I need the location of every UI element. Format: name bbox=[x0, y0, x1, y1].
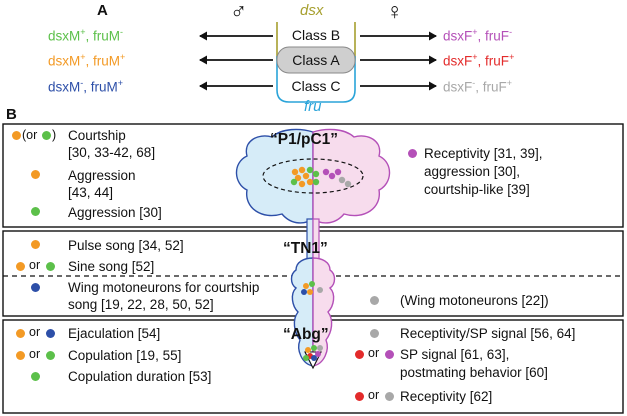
ejaculation-text: Ejaculation [54] bbox=[68, 326, 161, 341]
or-text: or bbox=[368, 346, 380, 360]
class-c-label: Class C bbox=[291, 78, 341, 94]
legend-dot-orange bbox=[16, 351, 25, 360]
panel-a-arrows bbox=[199, 22, 437, 103]
copulation-duration-text: Copulation duration [53] bbox=[68, 369, 212, 384]
wing-motoneurons-female-text: (Wing motoneurons [22]) bbox=[400, 293, 549, 308]
or-text: or bbox=[29, 325, 41, 339]
or-text: or bbox=[29, 258, 41, 272]
legend-dot-red bbox=[355, 350, 364, 359]
legend-dot-red bbox=[355, 392, 364, 401]
male-genotype-class-c: dsxM-, fruM+ bbox=[48, 78, 124, 95]
region-label-abg: “Abg” bbox=[283, 326, 329, 343]
or-text: or bbox=[29, 347, 41, 361]
vnc-right-half bbox=[312, 257, 336, 367]
legend-dot-orange bbox=[31, 170, 40, 179]
receptivity1-courtship: courtship-like [39] bbox=[424, 182, 530, 197]
legend-dot-magenta bbox=[408, 149, 417, 158]
sp-signal-text: SP signal [61, 63], bbox=[400, 347, 510, 362]
legend-dot-magenta bbox=[385, 350, 394, 359]
female-genotype-class-a: dsxF+, fruF+ bbox=[443, 52, 515, 69]
class-a-box bbox=[276, 46, 356, 74]
aggression2-text: Aggression [30] bbox=[68, 205, 162, 220]
male-genotype-class-a: dsxM+, fruM+ bbox=[48, 52, 126, 69]
receptivity1-aggression: aggression [30], bbox=[424, 164, 521, 179]
wing-motoneurons-refs: song [19, 22, 28, 50, 52] bbox=[68, 297, 214, 312]
paren-or-text: (or bbox=[22, 128, 38, 142]
paren-close-text: ) bbox=[52, 128, 57, 142]
legend-dot-orange bbox=[16, 262, 25, 271]
legend-dot-blue bbox=[46, 329, 55, 338]
male-symbol: ♂ bbox=[230, 0, 248, 24]
sine-song-text: Sine song [52] bbox=[68, 259, 155, 274]
legend-dot-orange bbox=[31, 240, 40, 249]
brain-left-half bbox=[235, 128, 314, 224]
courtship-text: Courtship bbox=[68, 128, 126, 143]
aggression1-refs: [43, 44] bbox=[68, 185, 114, 200]
legend-dot-green bbox=[46, 262, 55, 271]
fru-bracket bbox=[276, 56, 356, 103]
copulation-text: Copulation [19, 55] bbox=[68, 348, 182, 363]
receptivity2-text: Receptivity [62] bbox=[400, 389, 493, 404]
brain-right-half bbox=[312, 128, 391, 224]
female-genotype-class-b: dsxF+, fruF- bbox=[443, 27, 513, 44]
class-a-label: Class A bbox=[292, 52, 340, 68]
wing-motoneurons-text: Wing motoneurons for courtship bbox=[68, 280, 260, 295]
female-genotype-class-c: dsxF-, fruF+ bbox=[443, 78, 513, 95]
legend-dot-gray bbox=[370, 329, 379, 338]
pulse-song-text: Pulse song [34, 52] bbox=[68, 238, 184, 253]
male-genotype-class-b: dsxM+, fruM- bbox=[48, 27, 124, 44]
legend-dot-blue bbox=[31, 283, 40, 292]
region-label-p1: “P1/pC1” bbox=[270, 131, 339, 148]
p1-neuron-dots bbox=[290, 166, 352, 188]
legend-dot-green bbox=[31, 372, 40, 381]
region-label-tn1: “TN1” bbox=[283, 240, 328, 257]
panel-b-label: B bbox=[6, 106, 17, 123]
aggression1-text: Aggression bbox=[68, 168, 136, 183]
panel-a-label: A bbox=[97, 2, 108, 19]
legend-dot-green bbox=[42, 131, 51, 140]
postmating-text: postmating behavior [60] bbox=[400, 365, 548, 380]
legend-dot-orange bbox=[12, 131, 21, 140]
legend-dot-gray bbox=[385, 392, 394, 401]
legend-dot-gray bbox=[370, 296, 379, 305]
p1-ellipse bbox=[262, 158, 364, 194]
female-symbol: ♀ bbox=[386, 0, 404, 24]
class-b-label: Class B bbox=[291, 27, 341, 43]
receptivity1-text: Receptivity [31, 39], bbox=[424, 146, 543, 161]
fru-label: fru bbox=[304, 98, 322, 115]
dsx-label: dsx bbox=[300, 2, 324, 19]
legend-dot-green bbox=[31, 207, 40, 216]
courtship-refs: [30, 33-42, 68] bbox=[68, 145, 156, 160]
abg-neuron-dots bbox=[303, 345, 323, 361]
or-text: or bbox=[368, 388, 380, 402]
tn1-neuron-dots bbox=[301, 281, 323, 295]
receptivity-sp-text: Receptivity/SP signal [56, 64] bbox=[400, 326, 576, 341]
legend-dot-green bbox=[46, 351, 55, 360]
legend-dot-orange bbox=[16, 329, 25, 338]
